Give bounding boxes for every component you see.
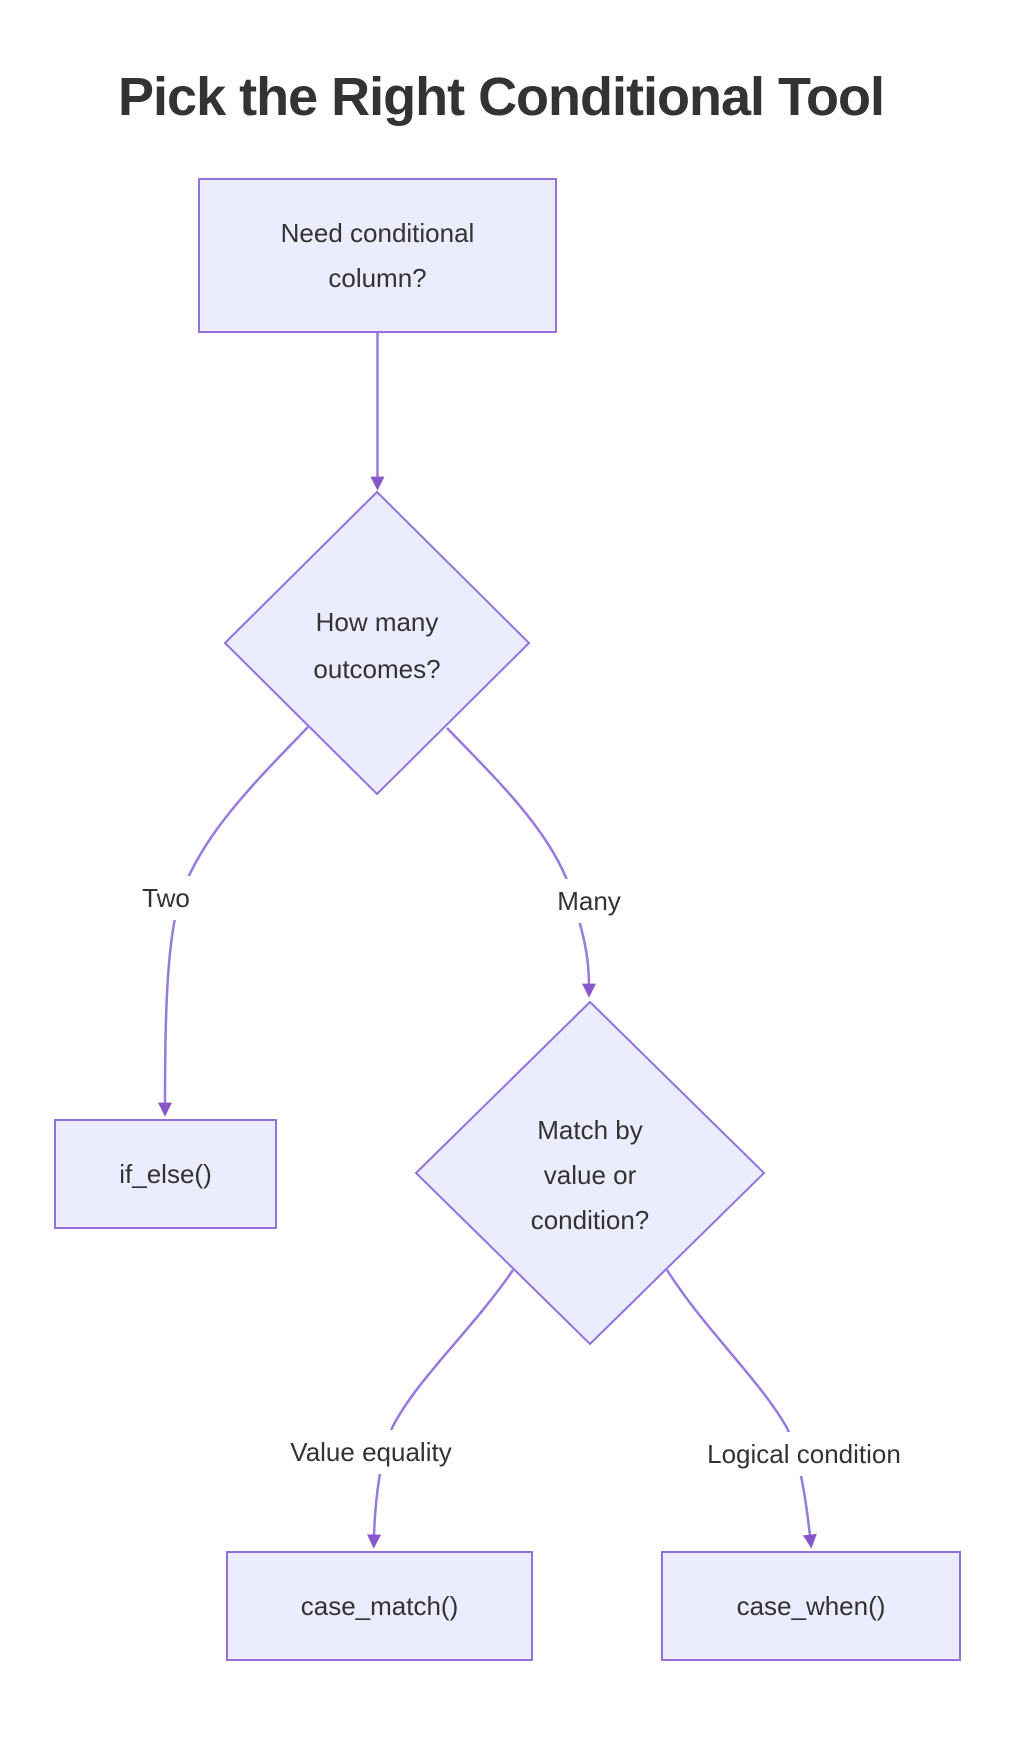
edge-match-to-casematch bbox=[367, 1269, 515, 1549]
node-outcomes-label-line2: outcomes? bbox=[313, 654, 440, 684]
node-ifelse-label: if_else() bbox=[119, 1159, 211, 1189]
node-outcomes: How many outcomes? bbox=[223, 490, 531, 796]
node-outcomes-shape bbox=[223, 490, 531, 796]
node-match-label-line3: condition? bbox=[531, 1205, 650, 1235]
edge-label-many-text: Many bbox=[557, 886, 621, 916]
edge-outcomes-to-match bbox=[446, 727, 596, 998]
edge-match-to-casewhen bbox=[665, 1269, 817, 1549]
edge-label-many-bg bbox=[546, 879, 632, 923]
node-ifelse: if_else() bbox=[54, 1119, 277, 1229]
node-casewhen: case_when() bbox=[661, 1551, 961, 1661]
node-casewhen-label: case_when() bbox=[737, 1591, 886, 1621]
node-casematch-shape bbox=[226, 1551, 533, 1661]
node-match: Match by value or condition? bbox=[414, 1000, 766, 1346]
edge-label-logical-condition-text: Logical condition bbox=[707, 1439, 901, 1469]
node-ifelse-shape bbox=[54, 1119, 277, 1229]
node-casewhen-shape bbox=[661, 1551, 961, 1661]
node-outcomes-label-line1: How many bbox=[316, 607, 439, 637]
edge-label-logical-condition: Logical condition bbox=[684, 1432, 924, 1476]
node-match-label-line1: Match by bbox=[537, 1115, 643, 1145]
edge-label-two-bg bbox=[131, 876, 201, 920]
edge-label-many: Many bbox=[546, 879, 632, 923]
node-start-label-line1: Need conditional bbox=[281, 218, 475, 248]
diagram-title: Pick the Right Conditional Tool bbox=[118, 67, 884, 127]
node-layer: Need conditional column? How many outcom… bbox=[54, 178, 961, 1661]
edge-label-value-equality-text: Value equality bbox=[290, 1437, 451, 1467]
node-start-shape bbox=[198, 178, 557, 333]
edge-label-two-text: Two bbox=[142, 883, 190, 913]
edge-label-layer: Two Many Value equality Logical conditio… bbox=[131, 876, 924, 1476]
node-match-shape bbox=[414, 1000, 766, 1346]
node-start: Need conditional column? bbox=[198, 178, 557, 333]
node-match-label-line2: value or bbox=[544, 1160, 637, 1190]
edge-label-value-equality-bg bbox=[276, 1430, 466, 1474]
edge-label-two: Two bbox=[131, 876, 201, 920]
edge-label-value-equality: Value equality bbox=[276, 1430, 466, 1474]
node-casematch: case_match() bbox=[226, 1551, 533, 1661]
edge-label-logical-condition-bg bbox=[684, 1432, 924, 1476]
edge-layer bbox=[158, 332, 817, 1549]
node-start-label-line2: column? bbox=[328, 263, 426, 293]
node-casematch-label: case_match() bbox=[301, 1591, 459, 1621]
